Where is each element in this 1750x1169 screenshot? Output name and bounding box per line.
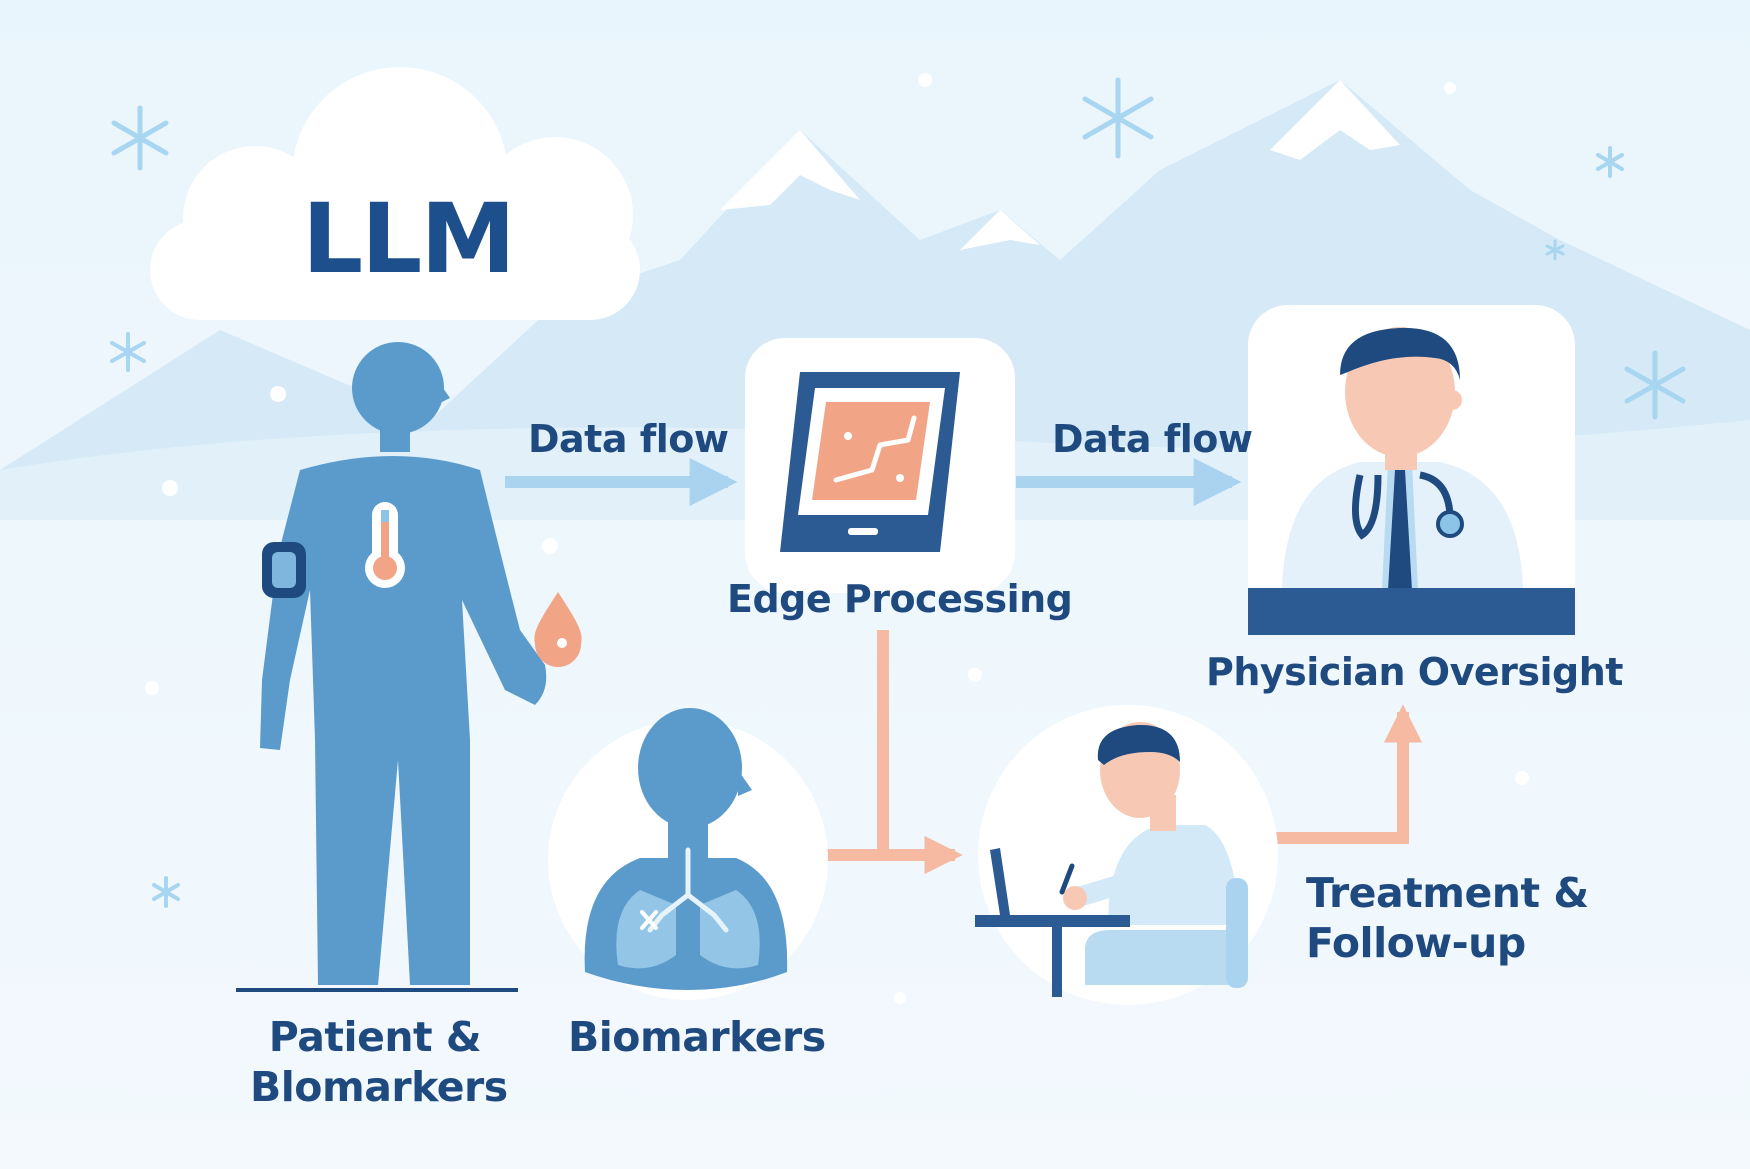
data-flow-label-1: Data flow [528,417,729,461]
lungs-icon [584,708,788,990]
llm-title: LLM [302,183,516,295]
thermometer-icon [365,502,405,588]
physician-icon [1248,327,1575,635]
biomarkers-label: Biomarkers [568,1013,826,1061]
blood-drop-icon [534,592,582,667]
biomarkers-circle [548,708,828,1000]
edge-processing-card [745,338,1015,593]
treatment-circle [975,705,1278,1005]
snowflake-icon [110,77,1686,908]
treatment-label-line2: Follow-up [1306,919,1526,967]
cloud-icon [150,67,640,320]
patient-label-line2: Blomarkers [250,1063,508,1111]
patient-label: Patient & Blomarkers [250,1012,508,1112]
edge-processing-label: Edge Processing [727,577,1073,621]
physician-oversight-label: Physician Oversight [1206,650,1623,694]
tablet-icon [780,372,960,552]
clinician-laptop-icon [975,722,1248,997]
data-flow-label-2: Data flow [1052,417,1253,461]
to-physician-arrow [1275,704,1423,844]
treatment-label-line1: Treatment & [1306,869,1589,917]
wearable-band-icon [262,542,306,598]
snow-dots [145,73,1529,1004]
patient-label-line1: Patient & [268,1013,482,1061]
treatment-label: Treatment & Follow-up [1306,868,1589,968]
patient-figure-icon [236,342,547,992]
physician-card [1248,305,1575,635]
